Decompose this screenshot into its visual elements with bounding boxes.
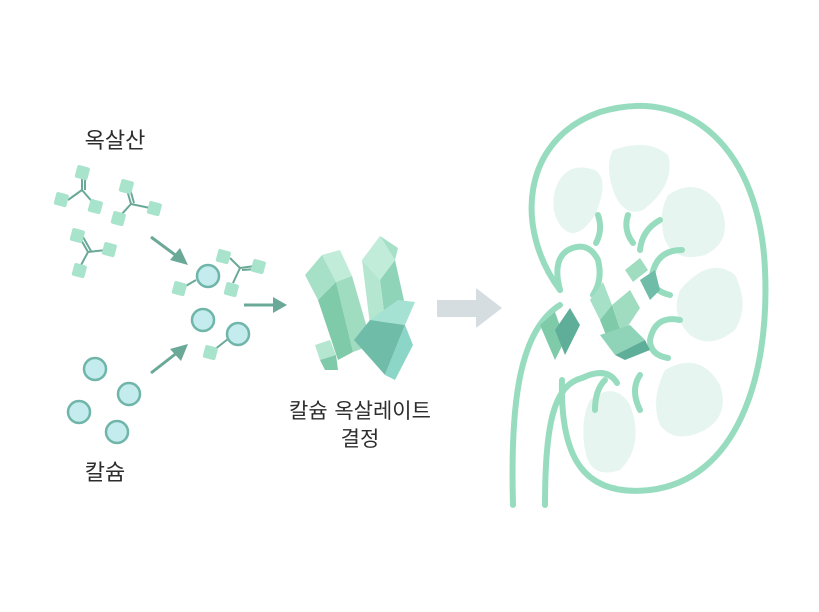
kidney-illustration — [509, 102, 769, 508]
crystal-label-line2: 결정 — [340, 427, 380, 451]
crystal-label-line1: 칼슘 옥살레이트 — [289, 399, 431, 423]
oxalic-acid-molecule — [69, 228, 117, 279]
calcium-ion — [66, 356, 142, 445]
process-arrow-icon — [437, 288, 502, 328]
calcium-oxalate-crystal — [305, 236, 415, 380]
crystal-label: 칼슘 옥살레이트 결정 — [270, 397, 450, 453]
calcium-label: 칼슘 — [84, 461, 126, 486]
reaction-cluster — [171, 249, 266, 361]
oxalic-acid-molecule — [53, 165, 103, 215]
arrow-icon — [150, 235, 287, 375]
oxalic-acid-molecule — [110, 179, 162, 227]
oxalic-acid-label: 옥살산 — [84, 129, 146, 154]
kidney-crystals — [540, 258, 660, 360]
